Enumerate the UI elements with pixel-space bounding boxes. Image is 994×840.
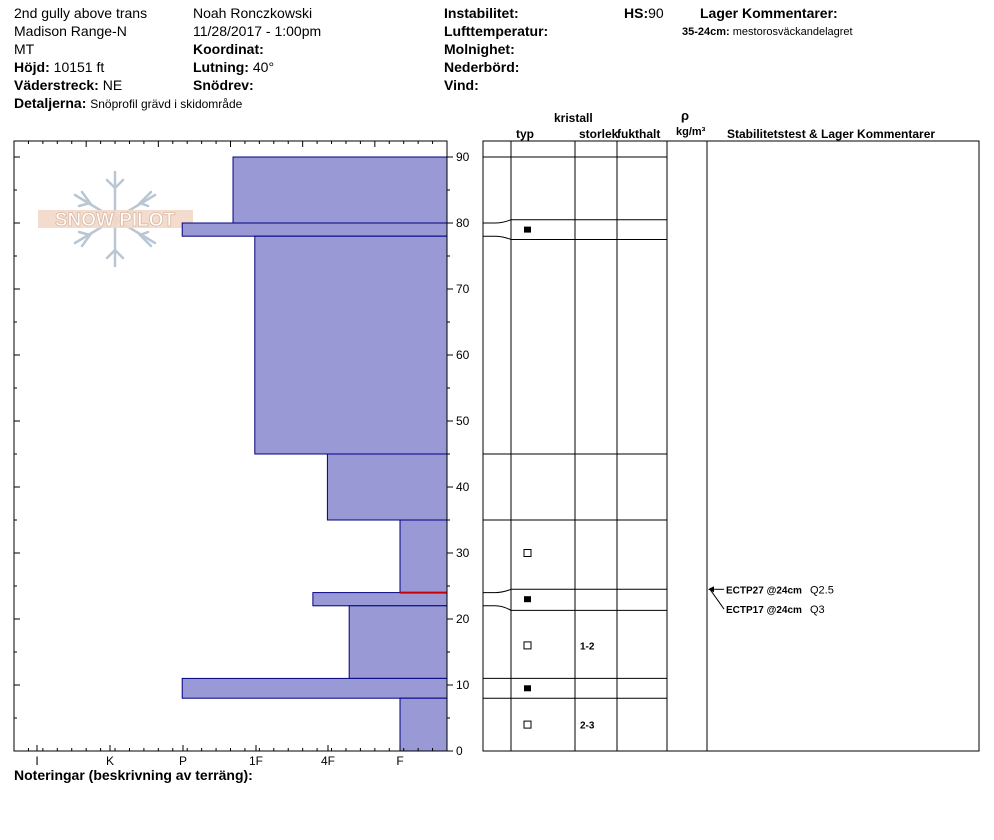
footer-note: Noteringar (beskrivning av terräng): xyxy=(14,767,253,783)
layer-comments-label: Lager Kommentarer: xyxy=(700,5,838,21)
grain-size-label: 1-2 xyxy=(580,641,595,652)
aspect-value: NE xyxy=(102,77,123,93)
size-header: storlek xyxy=(579,127,619,141)
test-label: ECTP27 @24cm xyxy=(726,585,802,596)
height-tick-label: 60 xyxy=(456,348,470,362)
hardness-bar xyxy=(181,677,448,699)
elevation-value: 10151 ft xyxy=(53,59,105,75)
layer-connector xyxy=(483,235,512,240)
observer-name: Noah Ronczkowski xyxy=(193,5,313,21)
aspect: Väderstreck: NE xyxy=(14,77,122,93)
state: MT xyxy=(14,41,35,57)
hardness-bar xyxy=(232,156,448,224)
snow-height: HS:90 xyxy=(624,5,664,21)
location-name: 2nd gully above trans xyxy=(14,5,148,21)
layer-connector xyxy=(483,605,512,611)
hardness-bar xyxy=(181,222,448,237)
layer-connector xyxy=(483,588,512,594)
hardness-tick-label: 1F xyxy=(249,754,263,768)
hardness-bar xyxy=(254,235,448,455)
snow-pilot-logo: SNOW PILOT xyxy=(38,170,193,270)
layer-comment-text: mestorosväckandelagret xyxy=(732,26,853,38)
mountain-range: Madison Range-N xyxy=(14,23,127,39)
elevation: Höjd: 10151 ft xyxy=(14,59,104,75)
layer-comment-depth: 35-24cm: xyxy=(682,26,730,38)
grain-filled-square xyxy=(524,685,531,692)
type-header: typ xyxy=(516,127,534,141)
stability-header: Stabilitetstest & Lager Kommentarer xyxy=(727,127,936,141)
height-tick-label: 10 xyxy=(456,678,470,692)
hardness-bar xyxy=(399,697,448,752)
hardness-bar xyxy=(348,605,448,679)
hardness-tick-label: P xyxy=(179,754,187,768)
hardness-tick-label: I xyxy=(35,754,38,768)
logo-text: SNOW PILOT xyxy=(55,210,176,231)
height-tick-label: 50 xyxy=(456,414,470,428)
rho-header: ρ xyxy=(681,108,690,123)
slope-label: Lutning: xyxy=(193,59,249,75)
hs-value: 90 xyxy=(648,5,664,21)
hs-label: HS: xyxy=(624,5,649,21)
height-tick-label: 80 xyxy=(456,216,470,230)
density-unit-header: kg/m³ xyxy=(676,126,706,138)
aspect-label: Väderstreck: xyxy=(14,77,99,93)
grain-filled-square xyxy=(524,596,531,603)
drift-label: Snödrev: xyxy=(193,77,254,93)
chart-axes: 0 10 20 30 40 50 60 70 80 90I K P 1F 4F F xyxy=(13,140,470,768)
height-tick-label: 20 xyxy=(456,612,470,626)
hardness-bars xyxy=(181,156,448,752)
snowflake-icon: SNOW PILOT xyxy=(38,170,193,268)
table-frame xyxy=(482,140,980,752)
precip-label: Nederbörd: xyxy=(444,59,520,75)
grain-size-label: 2-3 xyxy=(580,721,595,732)
slope: Lutning: 40° xyxy=(193,59,274,75)
clouds-label: Molnighet: xyxy=(444,41,515,57)
test-label: ECTP17 @24cm xyxy=(726,605,802,616)
hardness-tick-label: F xyxy=(396,754,403,768)
layer-connector xyxy=(483,219,512,224)
slope-value: 40° xyxy=(252,59,275,75)
hardness-tick-label: 4F xyxy=(321,754,335,768)
grain-open-square xyxy=(523,641,532,650)
test-quality: Q2.5 xyxy=(810,584,834,596)
details-label: Detaljerna: xyxy=(14,95,87,111)
coordinate-label: Koordinat: xyxy=(193,41,264,57)
arrow-head-icon xyxy=(708,586,714,593)
elevation-label: Höjd: xyxy=(14,59,50,75)
test-quality: Q3 xyxy=(810,604,825,616)
details: Detaljerna: Snöprofil grävd i skidområde xyxy=(14,95,242,112)
wind-label: Vind: xyxy=(444,77,479,93)
hardness-bar xyxy=(312,592,448,607)
hardness-bar xyxy=(326,453,448,521)
height-tick-label: 90 xyxy=(456,150,470,164)
moisture-header: fukthalt xyxy=(617,127,661,141)
height-tick-label: 0 xyxy=(456,744,463,758)
air-temp-label: Lufttemperatur: xyxy=(444,23,549,39)
grain-open-square xyxy=(523,720,532,729)
layer-comment: 35-24cm: mestorosväckandelagret xyxy=(682,24,853,40)
details-value: Snöprofil grävd i skidområde xyxy=(90,97,243,111)
test-arrow xyxy=(709,589,725,610)
grain-filled-square xyxy=(524,226,531,233)
height-tick-label: 40 xyxy=(456,480,470,494)
observation-datetime: 11/28/2017 - 1:00pm xyxy=(193,23,322,39)
instability-label: Instabilitet: xyxy=(444,5,519,21)
grain-open-square xyxy=(523,549,532,557)
crystal-header: kristall xyxy=(554,111,593,125)
hardness-tick-label: K xyxy=(106,754,114,768)
hardness-bar xyxy=(399,519,448,594)
height-tick-label: 30 xyxy=(456,546,470,560)
height-tick-label: 70 xyxy=(456,282,470,296)
